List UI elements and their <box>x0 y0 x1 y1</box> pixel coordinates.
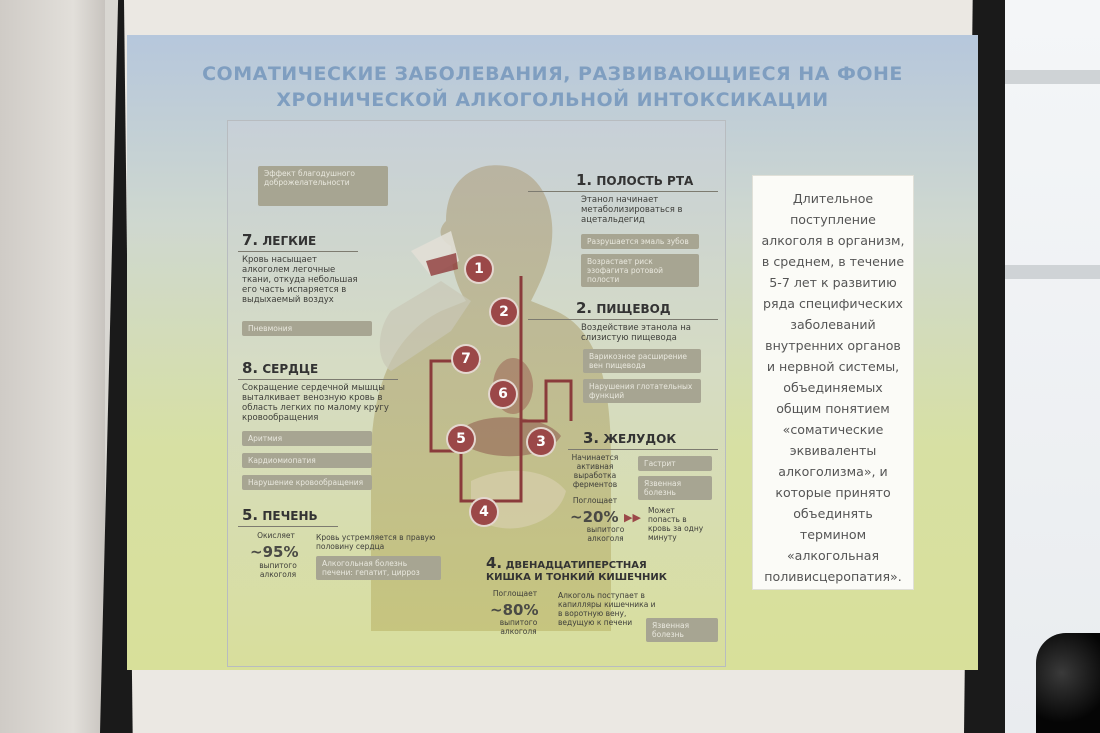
marker-7: 7 <box>453 346 479 372</box>
intestine-text: Алкоголь поступает в капилляры кишечника… <box>558 591 656 627</box>
marker-5: 5 <box>448 426 474 452</box>
section-number: 3. <box>583 429 600 447</box>
intestine-of: выпитого алкоголя <box>499 618 538 636</box>
window-area <box>990 0 1100 733</box>
marker-2: 2 <box>491 299 517 325</box>
slide-title: СОМАТИЧЕСКИЕ ЗАБОЛЕВАНИЯ, РАЗВИВАЮЩИЕСЯ … <box>127 61 978 113</box>
pill-arrhythmia: Аритмия <box>242 431 372 446</box>
section-intestine-title: 4. ДВЕНАДЦАТИПЕРСТНАЯ КИШКА И ТОНКИЙ КИШ… <box>486 554 686 584</box>
camera-device <box>1036 633 1100 733</box>
section-title-text: ПИЩЕВОД <box>596 302 671 316</box>
divider <box>238 251 358 252</box>
heart-text: Сокращение сердечной мышцы выталкивает в… <box>242 383 389 423</box>
pill-swallowing: Нарушения глотательных функций <box>583 379 701 403</box>
divider <box>528 319 718 320</box>
legend-pill: Эффект благодушного доброжелательности <box>258 166 388 206</box>
section-mouth-title: 1. ПОЛОСТЬ РТА <box>576 171 693 189</box>
stomach-percent: ~20% <box>570 508 619 526</box>
divider <box>568 449 718 450</box>
note-box: Длительное поступление алкоголя в органи… <box>752 175 914 590</box>
section-title-text: ПЕЧЕНЬ <box>262 509 318 523</box>
section-title-text: ПОЛОСТЬ РТА <box>596 174 694 188</box>
section-number: 4. <box>486 554 503 572</box>
pill-varicose: Варикозное расширение вен пищевода <box>583 349 701 373</box>
section-number: 1. <box>576 171 593 189</box>
marker-4: 4 <box>471 499 497 525</box>
window-frame <box>990 70 1100 84</box>
section-lungs-title: 7. ЛЕГКИЕ <box>242 231 316 249</box>
marker-6: 6 <box>490 381 516 407</box>
room-wall-left <box>0 0 105 733</box>
section-number: 2. <box>576 299 593 317</box>
section-title-text: ДВЕНАДЦАТИПЕРСТНАЯ КИШКА И ТОНКИЙ КИШЕЧН… <box>486 560 667 583</box>
section-esophagus-title: 2. ПИЩЕВОД <box>576 299 671 317</box>
section-stomach-title: 3. ЖЕЛУДОК <box>583 429 676 447</box>
liver-text: Кровь устремляется в правую половину сер… <box>316 533 436 551</box>
pill-ulcer: Язвенная болезнь <box>638 476 712 500</box>
arrow-icon: ▶▶ <box>624 511 641 524</box>
section-esophagus-text: Воздействие этанола на слизистую пищевод… <box>581 323 691 343</box>
stomach-text: Начинается активная выработка ферментов <box>571 453 619 489</box>
stomach-note: Может попасть в кровь за одну минуту <box>648 506 704 542</box>
divider <box>528 191 718 192</box>
pill-gastritis: Гастрит <box>638 456 712 471</box>
section-number: 5. <box>242 506 259 524</box>
divider <box>238 526 338 527</box>
title-line-1: СОМАТИЧЕСКИЕ ЗАБОЛЕВАНИЯ, РАЗВИВАЮЩИЕСЯ … <box>202 63 903 85</box>
pill-cardiomyopathy: Кардиомиопатия <box>242 453 372 468</box>
pill-liver-disease: Алкогольная болезнь печени: гепатит, цир… <box>316 556 441 580</box>
window-frame <box>990 265 1100 279</box>
section-title-text: ЛЕГКИЕ <box>262 234 317 248</box>
intestine-percent: ~80% <box>490 601 539 619</box>
liver-oxid: Окисляет <box>257 531 295 540</box>
pill-pneumonia: Пневмония <box>242 321 372 336</box>
section-liver-title: 5. ПЕЧЕНЬ <box>242 506 318 524</box>
infographic: 1 2 3 4 5 6 7 Эффект благодушного доброж… <box>227 120 726 667</box>
marker-1: 1 <box>466 256 492 282</box>
section-mouth-text: Этанол начинает метаболизироваться в аце… <box>581 195 683 225</box>
section-heart-title: 8. СЕРДЦЕ <box>242 359 318 377</box>
stomach-absorb: Поглощает <box>572 496 618 505</box>
liver-of: выпитого алкоголя <box>259 561 297 579</box>
pill-esophagitis: Возрастает риск эзофагита ротовой полост… <box>581 254 699 287</box>
lungs-text: Кровь насыщает алкоголем легочные ткани,… <box>242 255 358 305</box>
stomach-of: выпитого алкоголя <box>586 525 625 543</box>
intestine-absorb: Поглощает <box>492 589 538 598</box>
section-title-text: СЕРДЦЕ <box>262 362 319 376</box>
slide: СОМАТИЧЕСКИЕ ЗАБОЛЕВАНИЯ, РАЗВИВАЮЩИЕСЯ … <box>127 35 978 670</box>
section-number: 8. <box>242 359 259 377</box>
section-number: 7. <box>242 231 259 249</box>
divider <box>238 379 398 380</box>
note-text: Длительное поступление алкоголя в органи… <box>761 191 905 584</box>
pill-enamel: Разрушается эмаль зубов <box>581 234 699 249</box>
pill-ulcer-intestine: Язвенная болезнь <box>646 618 718 642</box>
pill-circulation: Нарушение кровообращения <box>242 475 372 490</box>
marker-3: 3 <box>528 429 554 455</box>
title-line-2: ХРОНИЧЕСКОЙ АЛКОГОЛЬНОЙ ИНТОКСИКАЦИИ <box>276 89 829 111</box>
liver-percent: ~95% <box>250 543 299 561</box>
section-title-text: ЖЕЛУДОК <box>603 432 677 446</box>
